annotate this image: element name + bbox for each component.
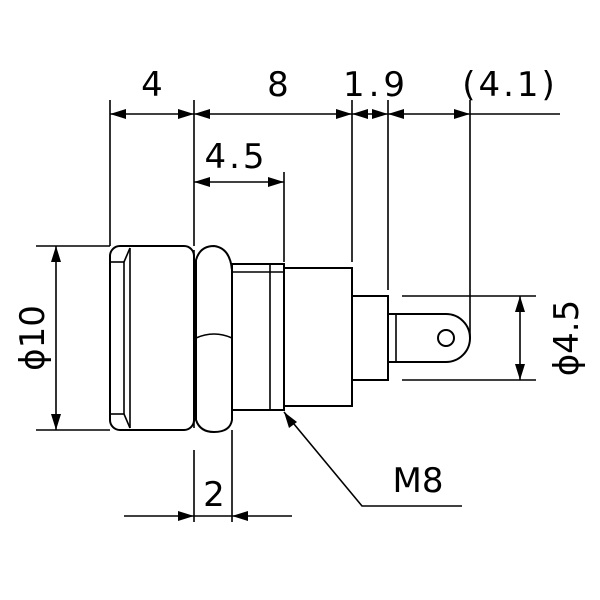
- front-cap-shoulder-lower: [123, 413, 131, 429]
- hex-nut-facet: [195, 333, 233, 339]
- front-cap-shoulder: [123, 247, 131, 263]
- hex-nut: [195, 244, 233, 434]
- front-cap-face: [109, 261, 125, 415]
- extension-lines: [36, 100, 536, 522]
- dim-bottom-2: 2: [203, 475, 225, 515]
- solder-tab: [387, 313, 471, 363]
- neck: [351, 295, 389, 381]
- dim-right-diameter: ϕ4.5: [547, 300, 587, 377]
- front-cap: [109, 245, 195, 431]
- threaded-body: [231, 263, 285, 411]
- part-outline: [109, 244, 471, 434]
- arrowheads: [51, 109, 525, 521]
- dim-top-8: 8: [267, 65, 289, 105]
- dim-top-4: 4: [141, 65, 163, 105]
- rear-body: [283, 267, 353, 407]
- dim-left-diameter: ϕ10: [13, 305, 53, 371]
- dim-upper-4-5: 4.5: [204, 137, 267, 177]
- dim-thread: M8: [393, 461, 444, 501]
- solder-hole: [437, 329, 455, 347]
- dim-top-4-1: (4.1): [462, 65, 558, 105]
- dimension-labels: 4 8 1.9 (4.1) 4.5 2 ϕ10 ϕ4.5 M8: [13, 65, 587, 515]
- dim-top-1-9: 1.9: [343, 65, 409, 105]
